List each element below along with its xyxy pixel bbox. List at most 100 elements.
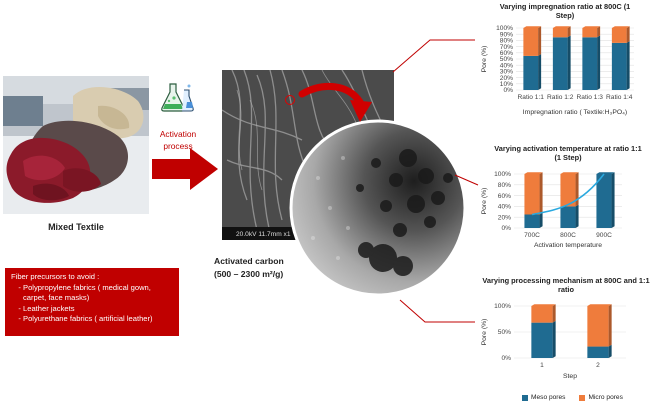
bar-side-meso [608,344,612,358]
y-tick-label: 100% [494,303,511,310]
x-axis-label: Activation temperature [534,242,602,249]
bar-side-micro [567,26,571,38]
bar-top [596,172,615,174]
bar-side-meso [567,35,571,90]
legend-meso: Meso pores [522,394,565,401]
bar-segment-meso [587,346,609,358]
y-tick-label: 60% [500,50,513,57]
carbon-caption-line1: Activated carbon [214,256,284,266]
bar-side-micro [575,172,579,207]
y-tick-label: 60% [498,193,511,200]
y-tick-label: 10% [500,81,513,88]
bar-top [523,26,542,28]
legend-micro-label: Micro pores [588,394,623,401]
bar-side-micro [608,304,612,347]
trend-line [531,173,605,216]
bar-top [552,26,571,28]
x-tick-label: 800C [560,232,576,239]
x-tick-label: 2 [596,362,600,369]
y-tick-label: 40% [498,204,511,211]
bar-top [560,172,579,174]
bar-segment-meso [531,322,553,358]
bar-side-meso [626,41,630,90]
legend: Meso pores Micro pores [522,394,623,401]
bar-segment-meso [524,214,540,228]
bar-segment-micro [611,28,627,43]
tem-zoom-circle [288,118,468,303]
chart2-plot: 0% 20% 40% 60% 80% 100% Pore (%) 700C 800C 900C Ac… [481,171,622,249]
bar-side-micro [597,26,601,38]
chart1-plot: 0%10%20%30%40%50%60%70%80%90%100%Pore (%… [481,25,634,116]
legend-meso-swatch [522,394,528,401]
mixed-textile-photo [3,76,149,214]
activation-label: Activation process [150,128,206,152]
y-tick-label: 0% [501,355,511,362]
x-tick-label: Ratio 1:3 [577,94,604,101]
bar-segment-micro [531,306,553,323]
y-tick-label: 90% [500,31,513,38]
bar-top [531,304,556,306]
x-tick-label: Ratio 1:1 [518,94,545,101]
y-tick-label: 80% [498,182,511,189]
bar-segment-meso [596,174,612,228]
y-axis-label: Pore (%) [481,46,488,73]
y-tick-label: 100% [494,171,511,178]
bar-segment-meso [552,37,568,90]
bar-side-micro [626,26,630,43]
bar-segment-micro [582,28,598,38]
avoid-item: Polyurethane fabrics ( artificial leathe… [23,314,173,324]
y-tick-label: 0% [501,225,511,232]
x-tick-label: 1 [540,362,544,369]
carbon-caption: Activated carbon (500 – 2300 m²/g) [214,255,324,281]
x-tick-label: Ratio 1:4 [606,94,633,101]
carbon-caption-line2: (500 – 2300 m²/g) [214,269,284,279]
y-tick-label: 20% [500,75,513,82]
bar-segment-meso [560,206,576,228]
bar-side-micro [538,26,542,56]
bar-segment-micro [587,306,609,347]
bar-segment-micro [560,174,576,207]
bar-side-meso [539,212,543,228]
y-tick-label: 20% [498,214,511,221]
y-tick-label: 70% [500,44,513,51]
y-tick-label: 40% [500,62,513,69]
bar-side-meso [597,35,601,90]
bar-side-micro [539,172,543,215]
y-tick-label: 80% [500,38,513,45]
bar-segment-micro [523,28,539,56]
y-axis-label: Pore (%) [481,188,488,215]
bar-side-meso [575,204,579,228]
activation-label-line1: Activation [159,129,197,139]
zoom-target-circle [285,95,295,105]
bar-segment-micro [552,28,568,38]
x-tick-label: 900C [596,232,612,239]
x-axis-label: Impregnation ratio ( Textile:H₃PO₄) [523,109,627,116]
y-axis-label: Pore (%) [481,319,488,346]
y-tick-label: 50% [500,56,513,63]
x-tick-label: Ratio 1:2 [547,94,574,101]
textile-caption: Mixed Textile [48,222,104,232]
sem-scale-text: 20.0kV 11.7mm x1 [236,231,291,238]
chart1-title: Varying impregnation ratio at 800C (1 St… [499,2,631,20]
bar-top [524,172,543,174]
x-tick-label: 700C [524,232,540,239]
bar-side-micro [552,304,556,323]
flask-icon [158,80,198,119]
zoom-arrow-icon [298,80,378,135]
avoid-heading: Fiber precursors to avoid : [11,272,100,281]
legend-meso-label: Meso pores [531,394,566,401]
legend-micro: Micro pores [579,394,623,401]
chart2-title: Varying activation temperature at ratio … [494,144,642,162]
y-tick-label: 30% [500,69,513,76]
bar-side-meso [538,54,542,90]
y-tick-label: 0% [503,87,513,94]
legend-micro-swatch [579,394,586,401]
bar-segment-meso [611,42,627,90]
process-arrow-icon [152,148,218,195]
bar-side-meso [552,320,556,358]
bar-top [582,26,601,28]
bar-top [611,26,630,28]
bar-side-meso [611,172,615,228]
